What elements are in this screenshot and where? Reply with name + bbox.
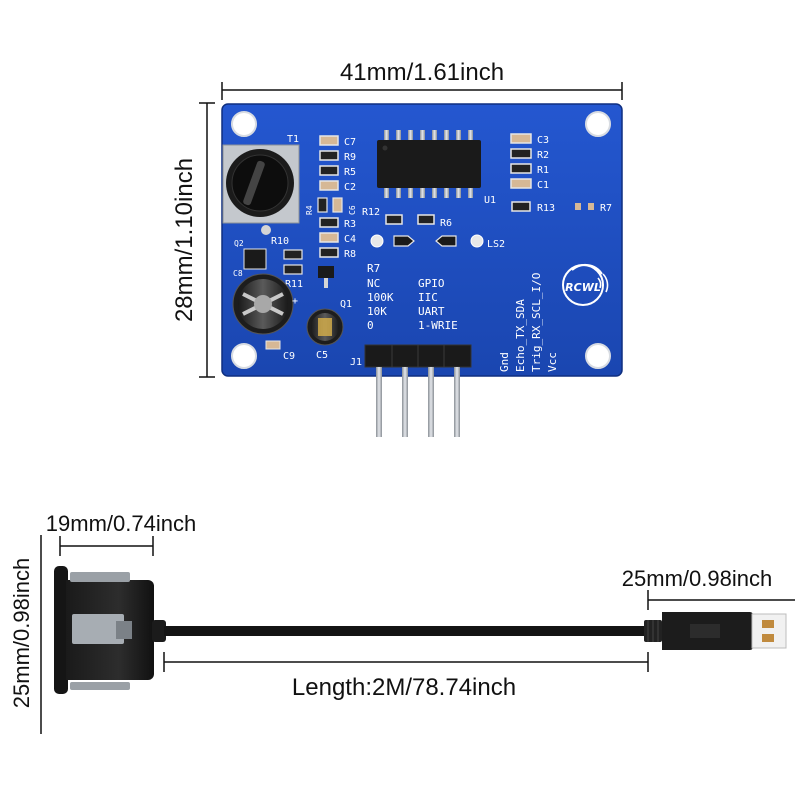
- header-pins: [376, 367, 460, 437]
- probe-diameter-dimension: 25mm/0.98inch: [9, 535, 42, 734]
- r11-label: R11: [285, 279, 303, 290]
- r6-label: R6: [440, 218, 452, 229]
- pin-label-vcc: Vcc: [546, 352, 559, 372]
- pin-label-gnd: Gnd: [498, 352, 511, 372]
- r10-label: R10: [271, 236, 289, 247]
- board-width-dimension: 41mm/1.61inch: [221, 59, 623, 100]
- speaker-ls2: LS2: [370, 234, 505, 250]
- pin-label-trig: Trig_RX_SCL_I/O: [530, 273, 543, 372]
- r4-label: R4: [305, 205, 314, 215]
- c4-label: C4: [344, 234, 356, 245]
- header-j1: J1: [350, 344, 472, 368]
- cable-length-label: Length:2M/78.74inch: [292, 674, 516, 701]
- mode-col1-row2: 100K: [367, 291, 394, 304]
- r2-label: R2: [537, 150, 549, 161]
- connector-length-label: 25mm/0.98inch: [622, 566, 772, 591]
- mounting-hole: [231, 111, 257, 137]
- c1-label: C1: [537, 180, 549, 191]
- q2-label: Q2: [234, 239, 244, 248]
- r7-right-label: R7: [600, 203, 612, 214]
- r3-label: R3: [344, 219, 356, 230]
- mounting-hole: [231, 343, 257, 369]
- cap-plus: +: [292, 296, 298, 307]
- electrolytic-capacitor-large: + C9: [232, 273, 298, 362]
- r12-label: R12: [362, 207, 380, 218]
- mounting-hole: [585, 111, 611, 137]
- c2-label: C2: [344, 182, 356, 193]
- pcb-board: T1 C7 R9 R5 C2 R4 C6 R3 C4 R: [221, 103, 623, 377]
- ls2-label: LS2: [487, 239, 505, 250]
- mode-col2-header: GPIO: [418, 277, 445, 290]
- r13-label: R13: [537, 203, 555, 214]
- cable-connector: [644, 612, 787, 650]
- c8-label: C8: [233, 269, 243, 278]
- q1-label: Q1: [340, 299, 352, 310]
- connector-length-dimension: 25mm/0.98inch: [622, 566, 795, 610]
- mode-table: R7 NC 100K 10K 0 GPIO IIC UART 1-WRIE: [367, 262, 458, 332]
- probe-depth-label: 19mm/0.74inch: [46, 511, 196, 536]
- t1-label: T1: [287, 134, 299, 145]
- smd-column-left: C7 R9 R5 C2: [319, 135, 356, 193]
- mode-col1-row1: NC: [367, 277, 380, 290]
- r4-c6-group: R4 C6: [305, 197, 357, 215]
- probe-depth-dimension: 19mm/0.74inch: [46, 511, 196, 556]
- r9-label: R9: [344, 152, 356, 163]
- c3-label: C3: [537, 135, 549, 146]
- board-height-label: 28mm/1.10inch: [171, 158, 198, 322]
- r12-r6-row: R12 R6: [362, 207, 452, 229]
- electrolytic-capacitor-small: C5: [306, 308, 344, 361]
- rcwl-logo: RCWL: [562, 263, 609, 306]
- mode-col1-row3: 10K: [367, 305, 387, 318]
- board-height-dimension: 28mm/1.10inch: [171, 102, 215, 378]
- c9-label: C9: [283, 351, 295, 362]
- c7-label: C7: [344, 137, 356, 148]
- probe-diameter-label: 25mm/0.98inch: [9, 558, 34, 708]
- c6-label: C6: [348, 205, 357, 215]
- u1-label: U1: [484, 195, 496, 206]
- rcwl-logo-text: RCWL: [565, 281, 601, 294]
- board-width-label: 41mm/1.61inch: [340, 59, 504, 86]
- transistor-q1: Q1: [318, 266, 352, 310]
- sensor-cable: [164, 626, 650, 636]
- ultrasonic-probe: [54, 566, 166, 694]
- smd-column-right: C3 R2 R1 C1: [510, 133, 549, 191]
- pin-labels: Gnd Echo_TX_SDA Trig_RX_SCL_I/O Vcc: [498, 273, 559, 372]
- mounting-hole: [585, 343, 611, 369]
- mode-col2-row2: UART: [418, 305, 445, 318]
- mode-col2-row1: IIC: [418, 291, 438, 304]
- r1-label: R1: [537, 165, 549, 176]
- pin-label-echo: Echo_TX_SDA: [514, 299, 527, 372]
- mode-col1-header: R7: [367, 262, 380, 275]
- smd-column-mid: R3 C4 R8: [319, 217, 356, 260]
- r5-label: R5: [344, 167, 356, 178]
- c5-label: C5: [316, 350, 328, 361]
- transformer-t1: T1: [222, 134, 300, 235]
- r13-r7-row: R13 R7: [511, 201, 612, 214]
- ic-u1: U1: [377, 130, 496, 206]
- r8-label: R8: [344, 249, 356, 260]
- cable-length-dimension: Length:2M/78.74inch: [163, 652, 649, 701]
- mode-col2-row3: 1-WRIE: [418, 319, 458, 332]
- q2-area: Q2 R10 C8 R11: [233, 236, 303, 290]
- j1-label: J1: [350, 357, 362, 368]
- mode-col1-row4: 0: [367, 319, 374, 332]
